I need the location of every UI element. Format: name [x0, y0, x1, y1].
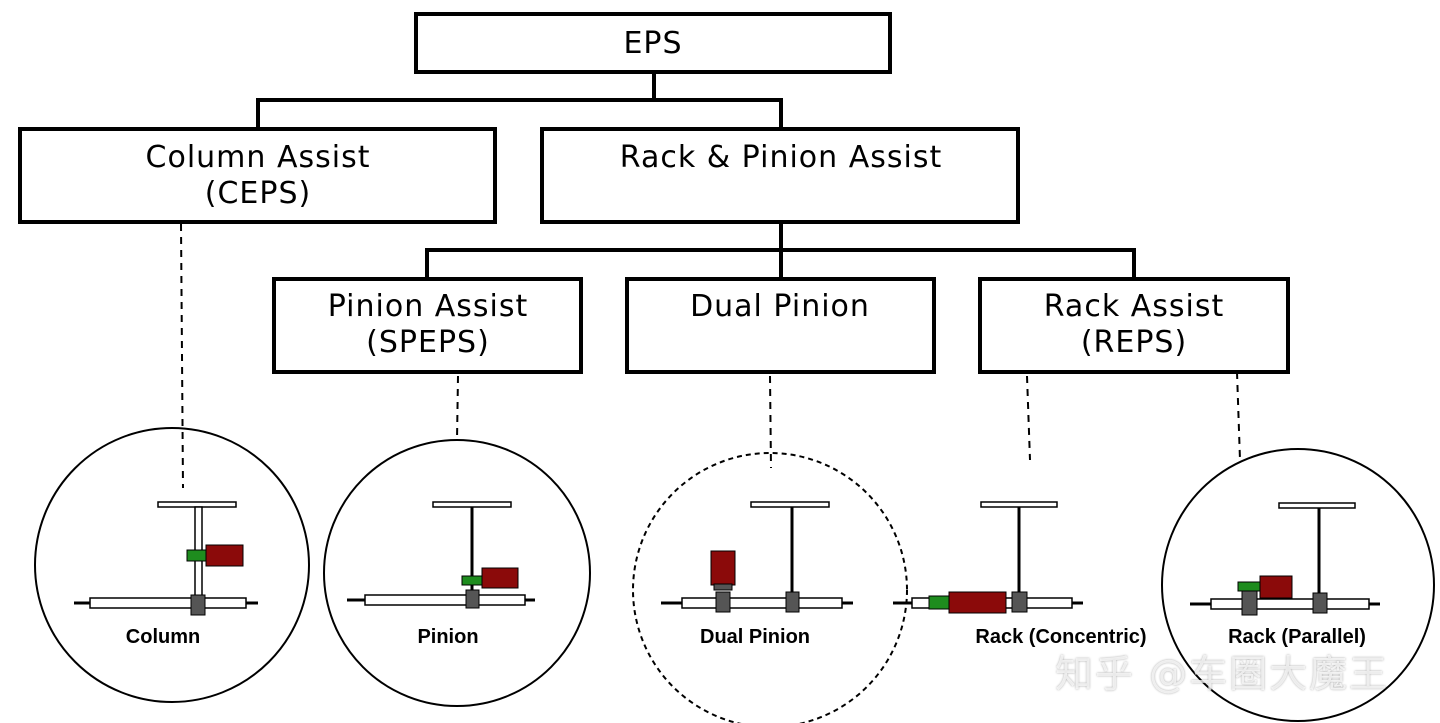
- circle-column: [34, 427, 310, 703]
- node-pinion-assist: Pinion Assist (SPEPS): [272, 277, 583, 374]
- dual-motor: [710, 550, 736, 586]
- dashed-leaders: [180, 223, 1241, 489]
- dual-assist-gear: [715, 591, 731, 613]
- caption-rack-parallel: Rack (Parallel): [1228, 626, 1366, 648]
- pinion-steering-wheel: [432, 501, 512, 508]
- caption-pinion: Pinion: [417, 626, 478, 648]
- pinion-gear: [465, 589, 480, 609]
- pinion-motor: [481, 567, 519, 589]
- node-column-line1: Column Assist: [146, 140, 371, 175]
- node-column-line2: (CEPS): [205, 176, 311, 211]
- column-pinion-gear: [190, 594, 206, 616]
- node-pinion-line2: (SPEPS): [366, 325, 490, 360]
- node-dual-pinion: Dual Pinion: [625, 277, 936, 374]
- pinion-rack-tube: [364, 594, 526, 606]
- concentric-steering-wheel: [980, 501, 1058, 508]
- leader-rack-parallel: [1236, 371, 1241, 461]
- node-rack-pinion-assist: Rack & Pinion Assist: [540, 127, 1020, 224]
- parallel-sensor: [1237, 581, 1261, 592]
- dual-steer-gear: [785, 591, 800, 613]
- caption-column: Column: [126, 626, 200, 648]
- leader-dual: [769, 375, 772, 469]
- leader-rack-concentric: [1026, 375, 1031, 461]
- node-rack-box: [978, 277, 1290, 374]
- node-dual-box: [625, 277, 936, 374]
- dual-steering-wheel: [750, 501, 830, 508]
- pinion-sensor: [461, 575, 483, 586]
- dual-sensor: [713, 583, 733, 591]
- node-dual-label: Dual Pinion: [690, 289, 870, 324]
- circle-rack-parallel: [1161, 448, 1435, 722]
- leader-pinion: [456, 375, 459, 441]
- parallel-steering-wheel: [1278, 502, 1356, 509]
- parallel-motor: [1259, 575, 1293, 599]
- node-rack-line1: Rack Assist: [1044, 289, 1224, 324]
- watermark: 知乎 @车圈大魔王: [1055, 652, 1390, 696]
- illustration-rack-concentric: Rack (Concentric): [893, 501, 1147, 648]
- node-pinion-box: [272, 277, 583, 374]
- column-motor: [205, 544, 244, 567]
- node-rack-pinion-label: Rack & Pinion Assist: [620, 140, 942, 175]
- circle-pinion: [323, 439, 591, 707]
- caption-dual-pinion: Dual Pinion: [700, 626, 810, 648]
- node-column-assist: Column Assist (CEPS): [18, 127, 497, 224]
- concentric-pinion-gear: [1011, 591, 1028, 613]
- parallel-assist-gear: [1241, 590, 1258, 616]
- node-eps-box: [414, 12, 892, 74]
- leader-column: [180, 223, 184, 489]
- circle-dual-pinion: [632, 452, 908, 723]
- node-rack-pinion-box: [540, 127, 1020, 224]
- column-rack-tube: [89, 597, 247, 609]
- node-eps: EPS: [414, 12, 892, 74]
- illustration-column: Column: [74, 501, 258, 648]
- parallel-rack-tube: [1210, 598, 1370, 610]
- parallel-pinion-gear: [1312, 592, 1328, 614]
- caption-rack-concentric: Rack (Concentric): [975, 626, 1146, 648]
- node-column-box: [18, 127, 497, 224]
- illustration-rack-parallel: Rack (Parallel): [1190, 502, 1380, 648]
- concentric-sensor: [928, 595, 950, 610]
- column-sensor: [186, 549, 207, 562]
- concentric-motor: [948, 591, 1007, 614]
- dual-rack-tube: [681, 597, 843, 609]
- tree-connectors: [256, 72, 1136, 279]
- illustration-pinion: Pinion: [347, 501, 535, 648]
- illustration-dual-pinion: Dual Pinion: [661, 501, 853, 648]
- node-pinion-line1: Pinion Assist: [328, 289, 529, 324]
- node-eps-label: EPS: [623, 26, 682, 61]
- node-rack-assist: Rack Assist (REPS): [978, 277, 1290, 374]
- node-rack-line2: (REPS): [1081, 325, 1187, 360]
